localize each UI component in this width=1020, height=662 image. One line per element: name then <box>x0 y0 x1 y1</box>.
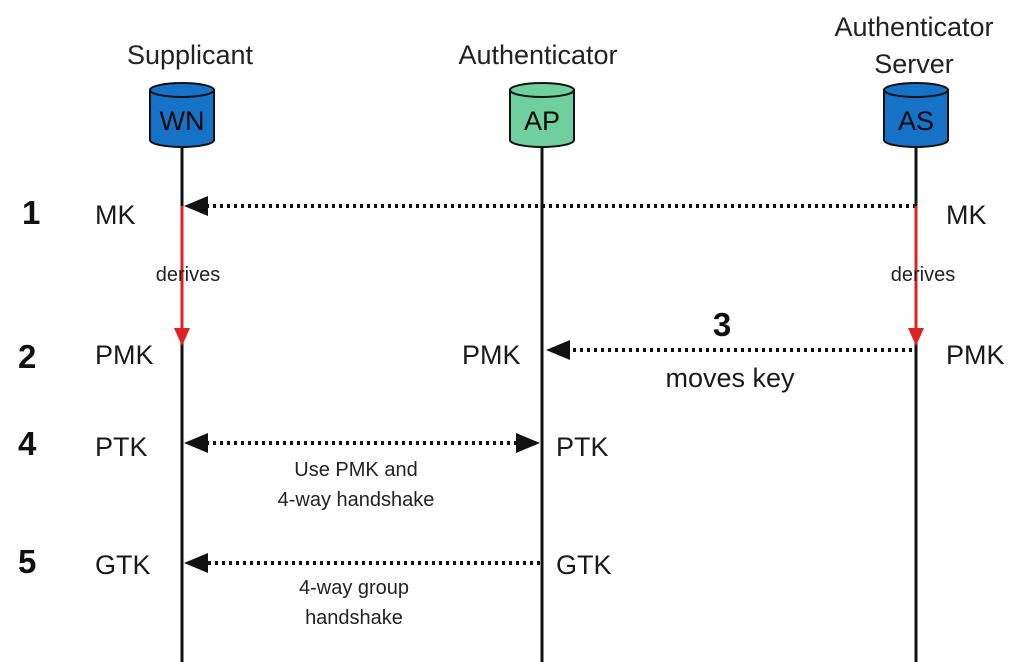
server-title-line1: Authenticator <box>834 12 993 42</box>
pmk-mid-label: PMK <box>462 340 521 370</box>
gtk-note-line2: handshake <box>305 607 403 629</box>
ptk-left-label: PTK <box>95 432 148 462</box>
step-4-number: 4 <box>18 425 37 462</box>
derive-arrowhead-left <box>174 328 190 346</box>
mk-arrowhead <box>184 196 208 216</box>
wn-node-label: WN <box>160 106 205 136</box>
as-node-cylinder: AS <box>883 82 949 148</box>
step-2-number: 2 <box>18 338 36 375</box>
ptk-note-line1: Use PMK and <box>294 459 417 481</box>
supplicant-title: Supplicant <box>127 40 254 70</box>
pmk-right-label: PMK <box>946 340 1005 370</box>
ptk-arrowhead-left <box>184 433 208 453</box>
moves-key-label: moves key <box>665 363 795 393</box>
mk-left-label: MK <box>95 200 136 230</box>
ptk-note-line2: 4-way handshake <box>278 489 435 511</box>
step-1-number: 1 <box>22 194 40 231</box>
gtk-mid-label: GTK <box>556 550 612 580</box>
ptk-arrowhead-right <box>516 433 540 453</box>
derives-left-label: derives <box>156 264 220 286</box>
derive-arrowhead-right <box>908 328 924 346</box>
gtk-note-line1: 4-way group <box>299 577 409 599</box>
ptk-mid-label: PTK <box>556 432 609 462</box>
ap-node-cylinder: AP <box>509 82 575 148</box>
as-node-label: AS <box>898 106 934 136</box>
gtk-left-label: GTK <box>95 550 151 580</box>
pmk-arrowhead <box>546 340 570 360</box>
authenticator-title: Authenticator <box>458 40 617 70</box>
derives-right-label: derives <box>891 264 955 286</box>
server-title-line2: Server <box>874 49 954 79</box>
step-3-number: 3 <box>713 306 731 343</box>
gtk-arrowhead <box>184 553 208 573</box>
mk-right-label: MK <box>946 200 987 230</box>
step-5-number: 5 <box>18 543 36 580</box>
wn-node-cylinder: WN <box>149 82 215 148</box>
ap-node-label: AP <box>524 106 560 136</box>
pmk-left-label: PMK <box>95 340 154 370</box>
